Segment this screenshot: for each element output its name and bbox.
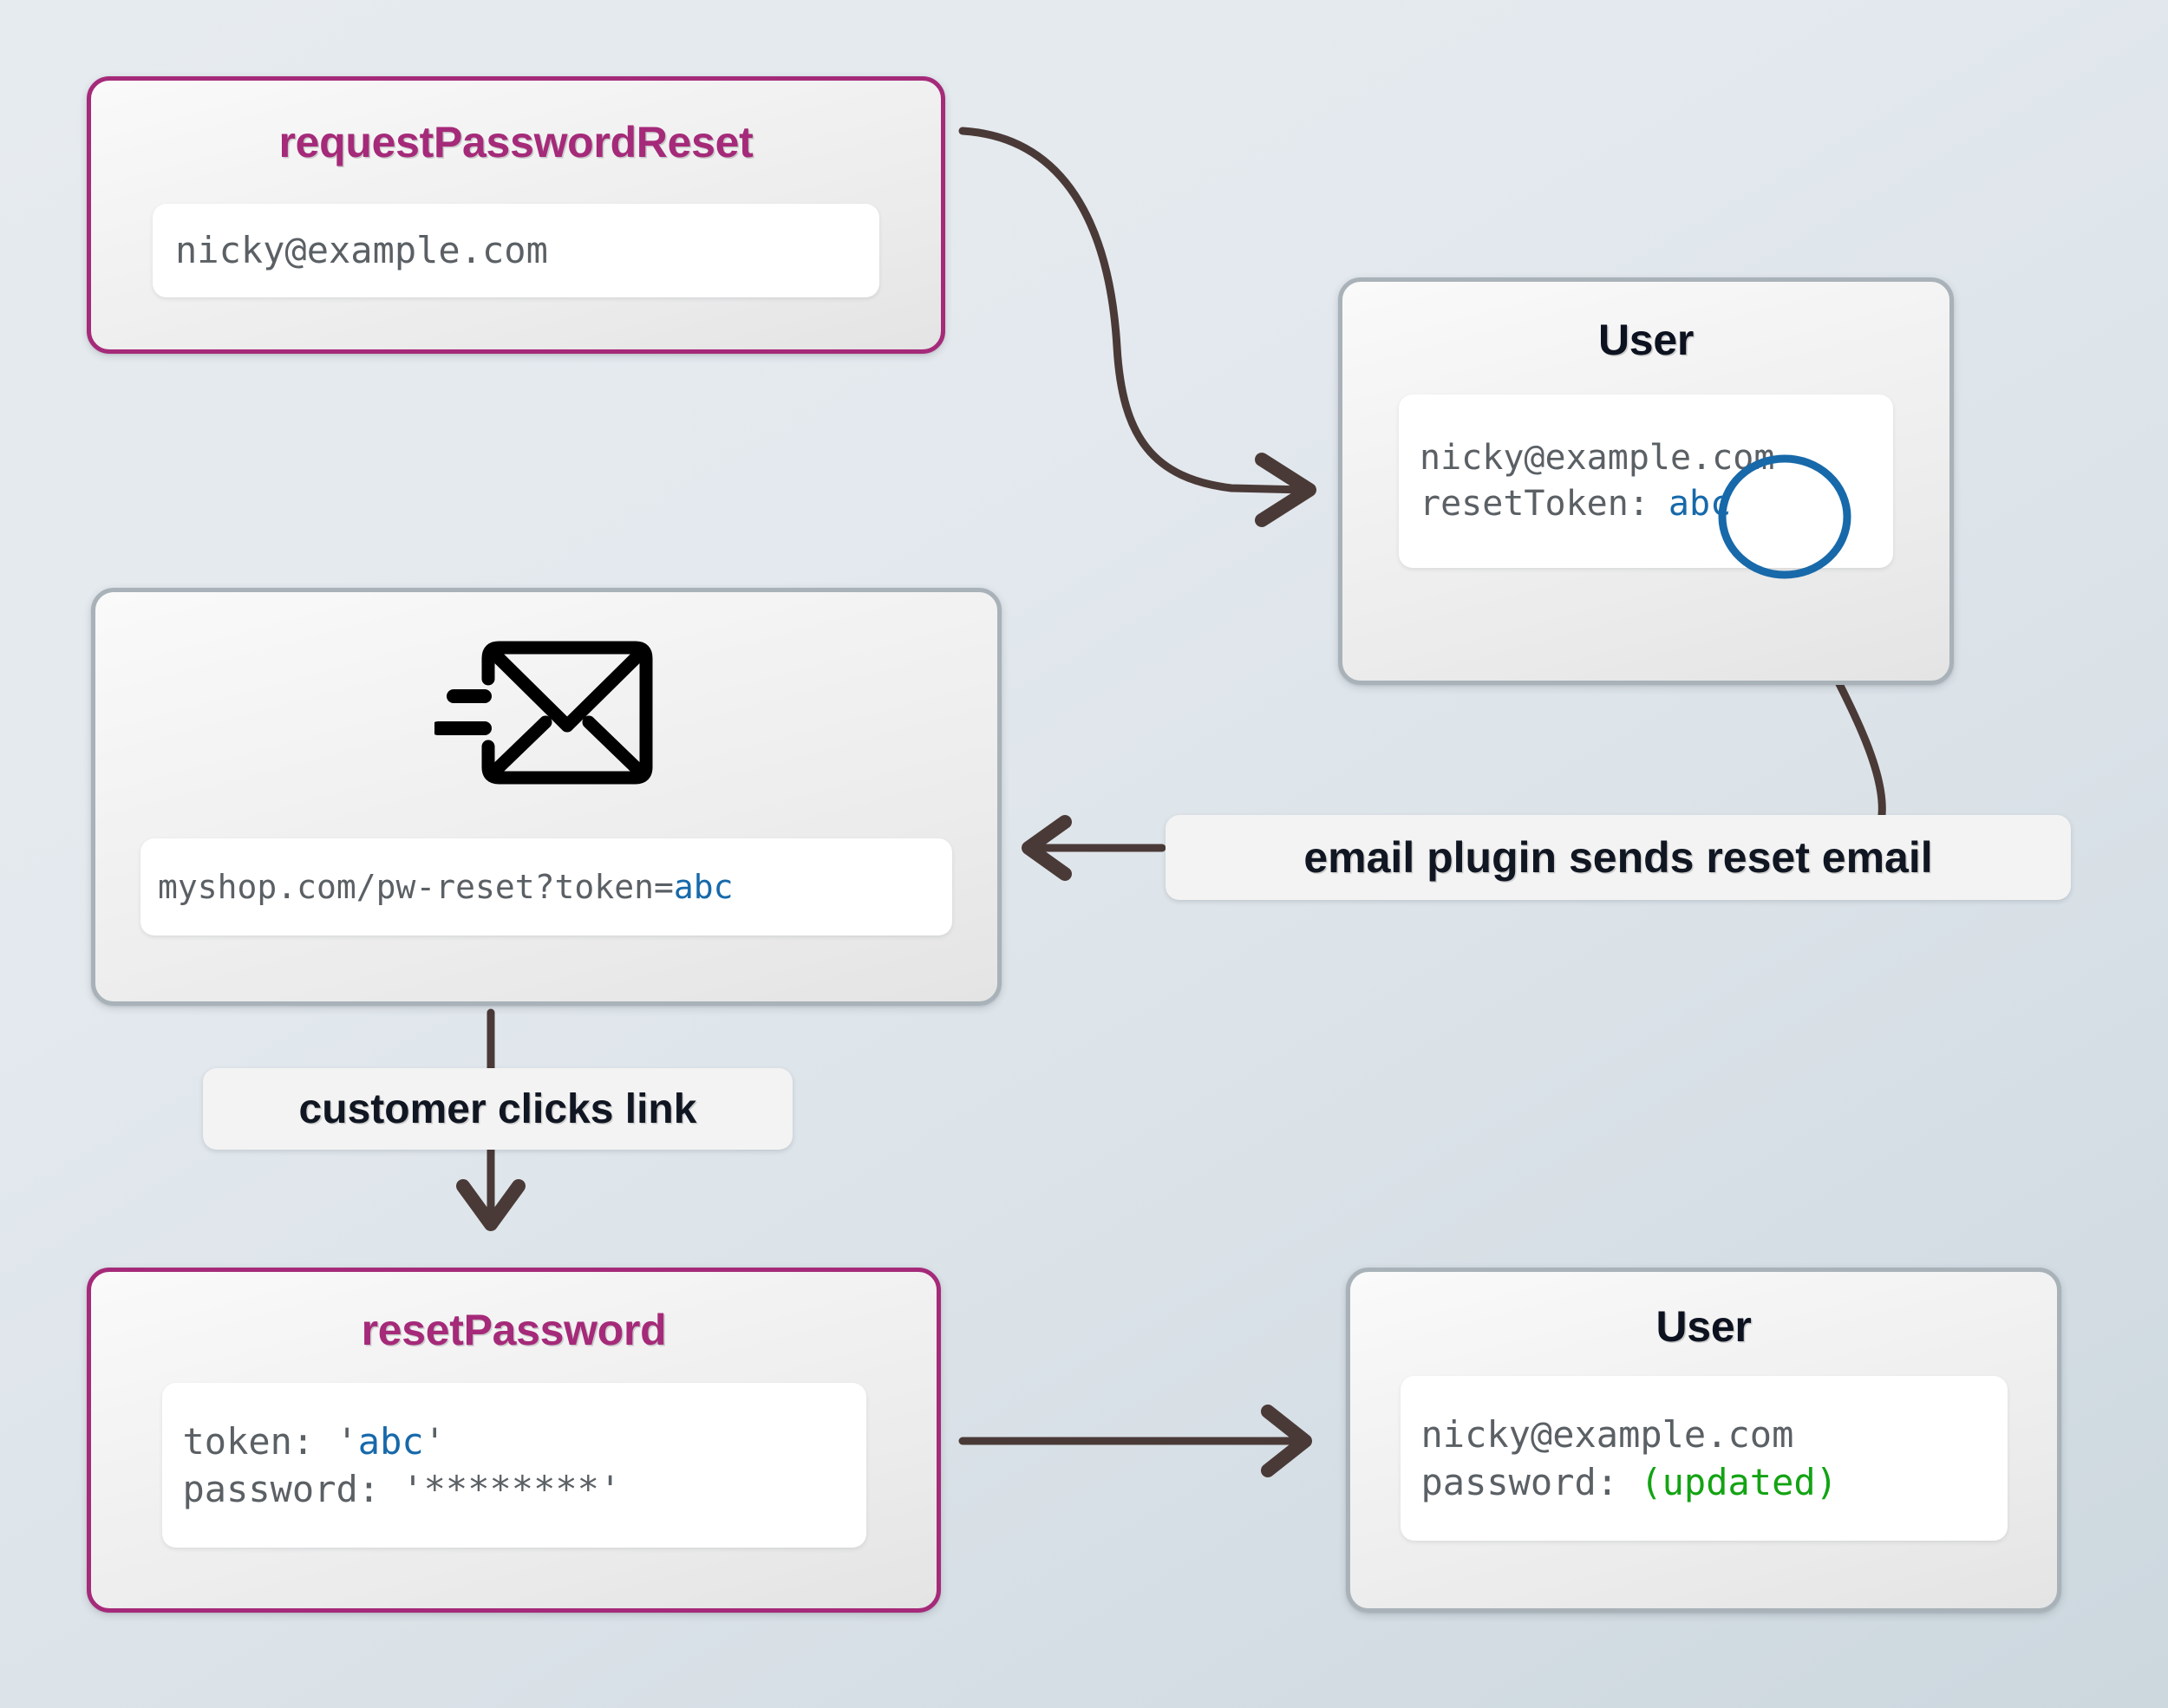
node-email-message[interactable]: myshop.com/pw-reset?token=abc	[91, 588, 1002, 1006]
user-bottom-password-line: password: (updated)	[1421, 1458, 2008, 1506]
node-title-request-password-reset: requestPasswordReset	[278, 118, 754, 166]
user-bottom-password-key: password:	[1420, 1461, 1619, 1503]
reset-token-quote-close: '	[423, 1419, 446, 1463]
user-top-email: nicky@example.com	[1420, 438, 1775, 479]
field-reset-password: token: 'abc' password: '********'	[161, 1383, 866, 1548]
edge-reset-to-user	[958, 1405, 1312, 1477]
edge-label-email-plugin: email plugin sends reset email	[1166, 815, 2071, 900]
node-title-user-top: User	[1598, 316, 1694, 364]
reset-password-key: password:	[182, 1468, 381, 1510]
field-user-bottom: nicky@example.com password: (updated)	[1400, 1376, 2008, 1541]
field-email-url: myshop.com/pw-reset?token=abc	[140, 838, 952, 935]
edge-plugin-to-email	[1022, 815, 1166, 881]
email-url-line: myshop.com/pw-reset?token=abc	[158, 865, 952, 909]
field-request-email: nicky@example.com	[153, 204, 879, 297]
reset-password-line: password: '********'	[183, 1465, 866, 1513]
envelope-send-icon	[434, 641, 653, 785]
edge-request-to-user	[958, 127, 1316, 527]
field-user-top: nicky@example.com resetToken:abc	[1399, 394, 1893, 579]
user-top-token-key: resetToken:	[1420, 484, 1649, 524]
email-url-prefix: myshop.com/pw-reset?token=	[158, 867, 674, 906]
reset-token-key: token:	[182, 1419, 315, 1463]
node-reset-password[interactable]: resetPassword token: 'abc' password: '**…	[87, 1268, 941, 1613]
reset-token-value: abc	[357, 1419, 424, 1463]
user-bottom-email: nicky@example.com	[1420, 1412, 1794, 1456]
request-email-value: nicky@example.com	[175, 229, 548, 272]
token-circle-annotation	[1718, 454, 1851, 579]
edge-label-customer-clicks: customer clicks link	[203, 1068, 793, 1150]
reset-token-quote-open: '	[314, 1419, 358, 1463]
node-request-password-reset[interactable]: requestPasswordReset nicky@example.com	[87, 76, 945, 354]
user-bottom-password-value: (updated)	[1618, 1461, 1838, 1503]
node-user-top[interactable]: User nicky@example.com resetToken:abc	[1338, 277, 1954, 685]
reset-password-value: '********'	[380, 1468, 622, 1510]
reset-token-line: token: 'abc'	[183, 1418, 866, 1465]
node-user-bottom[interactable]: User nicky@example.com password: (update…	[1346, 1268, 2061, 1613]
node-title-user-bottom: User	[1655, 1302, 1752, 1351]
email-url-token: abc	[673, 867, 734, 906]
node-title-reset-password: resetPassword	[361, 1306, 667, 1354]
